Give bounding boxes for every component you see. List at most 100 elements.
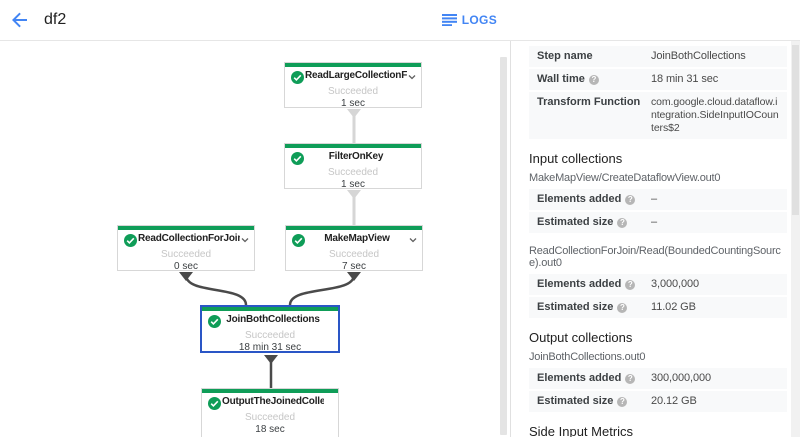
job-title: df2 — [44, 11, 67, 28]
back-button[interactable] — [0, 0, 40, 40]
estimated-size-row: Estimated size ? – — [529, 212, 787, 233]
graph-node-read-large-collection[interactable]: ReadLargeCollectionFr... Succeeded 1 sec — [284, 62, 422, 109]
estimated-size-row: Estimated size ? 11.02 GB — [529, 297, 787, 318]
side-input-metrics-heading: Side Input Metrics — [529, 424, 634, 437]
elements-added-label: Elements added ? — [537, 193, 651, 206]
node-success-bar — [286, 226, 422, 230]
wall-time-value: 18 min 31 sec — [651, 73, 719, 85]
node-time: 1 sec — [341, 179, 365, 190]
estimated-size-label-text: Estimated size — [537, 216, 614, 228]
help-icon[interactable]: ? — [588, 74, 599, 85]
estimated-size-label-text: Estimated size — [537, 395, 614, 407]
estimated-size-label: Estimated size ? — [537, 395, 651, 408]
wall-time-row: Wall time ? 18 min 31 sec — [529, 69, 787, 90]
top-bar-left: df2 LOGS — [0, 0, 510, 40]
collection-name: JoinBothCollections.out0 — [529, 351, 646, 363]
edge-readcollection-join — [184, 274, 248, 306]
logs-list-icon — [441, 14, 457, 26]
estimated-size-label: Estimated size ? — [537, 216, 651, 229]
help-icon[interactable]: ? — [625, 373, 636, 384]
node-time: 1 sec — [341, 98, 365, 109]
help-icon[interactable]: ? — [617, 302, 628, 313]
estimated-size-label-text: Estimated size — [537, 301, 614, 313]
node-status: Succeeded — [328, 249, 380, 260]
graph-node-filter-on-key[interactable]: FilterOnKey Succeeded 1 sec — [284, 143, 422, 190]
node-success-bar — [202, 389, 338, 393]
back-arrow-icon — [12, 12, 27, 28]
node-title: ReadCollectionForJoin — [138, 233, 240, 244]
success-check-icon — [208, 315, 221, 328]
elements-added-label-text: Elements added — [537, 372, 622, 384]
wall-time-label-text: Wall time — [537, 73, 585, 85]
graph-pane-scrollbar[interactable] — [500, 57, 507, 435]
elements-added-value: 3,000,000 — [651, 278, 700, 290]
edge-arrow-readlarge — [347, 109, 361, 118]
graph-node-read-collection-for-join[interactable]: ReadCollectionForJoin Succeeded 0 sec — [117, 225, 255, 272]
elements-added-label: Elements added ? — [537, 278, 651, 291]
logs-button-label: LOGS — [461, 13, 497, 27]
step-detail-panel: Step Step name JoinBothCollections Wall … — [510, 0, 800, 437]
collection-name: ReadCollectionForJoin/Read(BoundedCounti… — [529, 245, 781, 269]
edge-arrow-readcollection — [179, 272, 193, 281]
transform-function-label: Transform Function — [537, 96, 641, 108]
input-collection-block: ReadCollectionForJoin/Read(BoundedCounti… — [529, 245, 787, 318]
input-collections-heading: Input collections — [529, 151, 623, 166]
edge-makemapview-join — [288, 274, 356, 306]
node-title: JoinBothCollections — [226, 314, 320, 325]
wall-time-label: Wall time ? — [537, 73, 651, 86]
chevron-down-icon[interactable] — [407, 72, 417, 82]
step-name-label: Step name — [537, 50, 593, 62]
elements-added-label-text: Elements added — [537, 278, 622, 290]
node-success-bar — [118, 226, 254, 230]
node-title: MakeMapView — [324, 233, 390, 244]
chevron-down-icon[interactable] — [408, 235, 418, 245]
success-check-icon — [124, 234, 137, 247]
help-icon[interactable]: ? — [617, 396, 628, 407]
node-title: OutputTheJoinedCollec... — [222, 396, 324, 407]
logs-button[interactable]: LOGS — [441, 0, 497, 40]
edge-arrow-join — [264, 355, 278, 364]
node-time: 18 min 31 sec — [238, 342, 302, 353]
graph-node-join-both-collections[interactable]: JoinBothCollections Succeeded 18 min 31 … — [200, 305, 340, 353]
panel-scrollbar-track — [791, 41, 800, 437]
node-success-bar — [285, 63, 421, 67]
elements-added-value: – — [651, 193, 658, 205]
estimated-size-value: – — [651, 216, 658, 228]
estimated-size-label: Estimated size ? — [537, 301, 651, 314]
estimated-size-value: 11.02 GB — [651, 301, 696, 313]
panel-scrollbar-thumb[interactable] — [792, 45, 799, 215]
node-status: Succeeded — [244, 412, 296, 423]
top-bar: df2 LOGS — [0, 0, 800, 41]
help-icon[interactable]: ? — [625, 279, 636, 290]
node-success-bar — [285, 144, 421, 148]
graph-node-output-the-joined-collection[interactable]: OutputTheJoinedCollec... Succeeded 18 se… — [201, 388, 339, 437]
success-check-icon — [291, 71, 304, 84]
help-icon[interactable]: ? — [617, 217, 628, 228]
step-name-row: Step name JoinBothCollections — [529, 46, 787, 67]
output-collection-block: JoinBothCollections.out0 Elements added … — [529, 351, 787, 412]
graph-node-make-map-view[interactable]: MakeMapView Succeeded 7 sec — [285, 225, 423, 272]
step-name-value: JoinBothCollections — [651, 50, 746, 62]
node-time: 18 sec — [255, 424, 285, 435]
node-status: Succeeded — [327, 86, 379, 97]
success-check-icon — [291, 152, 304, 165]
chevron-down-icon[interactable] — [240, 235, 250, 245]
pipeline-graph-pane: ReadLargeCollectionFr... Succeeded 1 sec… — [0, 41, 510, 437]
node-title: FilterOnKey — [328, 151, 384, 162]
input-collection-block: MakeMapView/CreateDataflowView.out0 Elem… — [529, 172, 787, 233]
node-time: 0 sec — [174, 261, 198, 272]
transform-function-value: com.google.cloud.dataflow.integration.Si… — [651, 96, 779, 134]
node-title: ReadLargeCollectionFr... — [305, 70, 407, 81]
node-time: 7 sec — [342, 261, 366, 272]
node-success-bar — [202, 307, 338, 311]
elements-added-row: Elements added ? 300,000,000 — [529, 368, 787, 389]
elements-added-row: Elements added ? 3,000,000 — [529, 274, 787, 295]
collection-name: MakeMapView/CreateDataflowView.out0 — [529, 172, 721, 184]
edge-arrow-filteronkey — [347, 190, 361, 199]
node-status: Succeeded — [160, 249, 212, 260]
node-status: Succeeded — [244, 330, 296, 341]
graph-edges — [179, 109, 361, 388]
help-icon[interactable]: ? — [625, 194, 636, 205]
estimated-size-row: Estimated size ? 20.12 GB — [529, 391, 787, 412]
node-status: Succeeded — [327, 167, 379, 178]
